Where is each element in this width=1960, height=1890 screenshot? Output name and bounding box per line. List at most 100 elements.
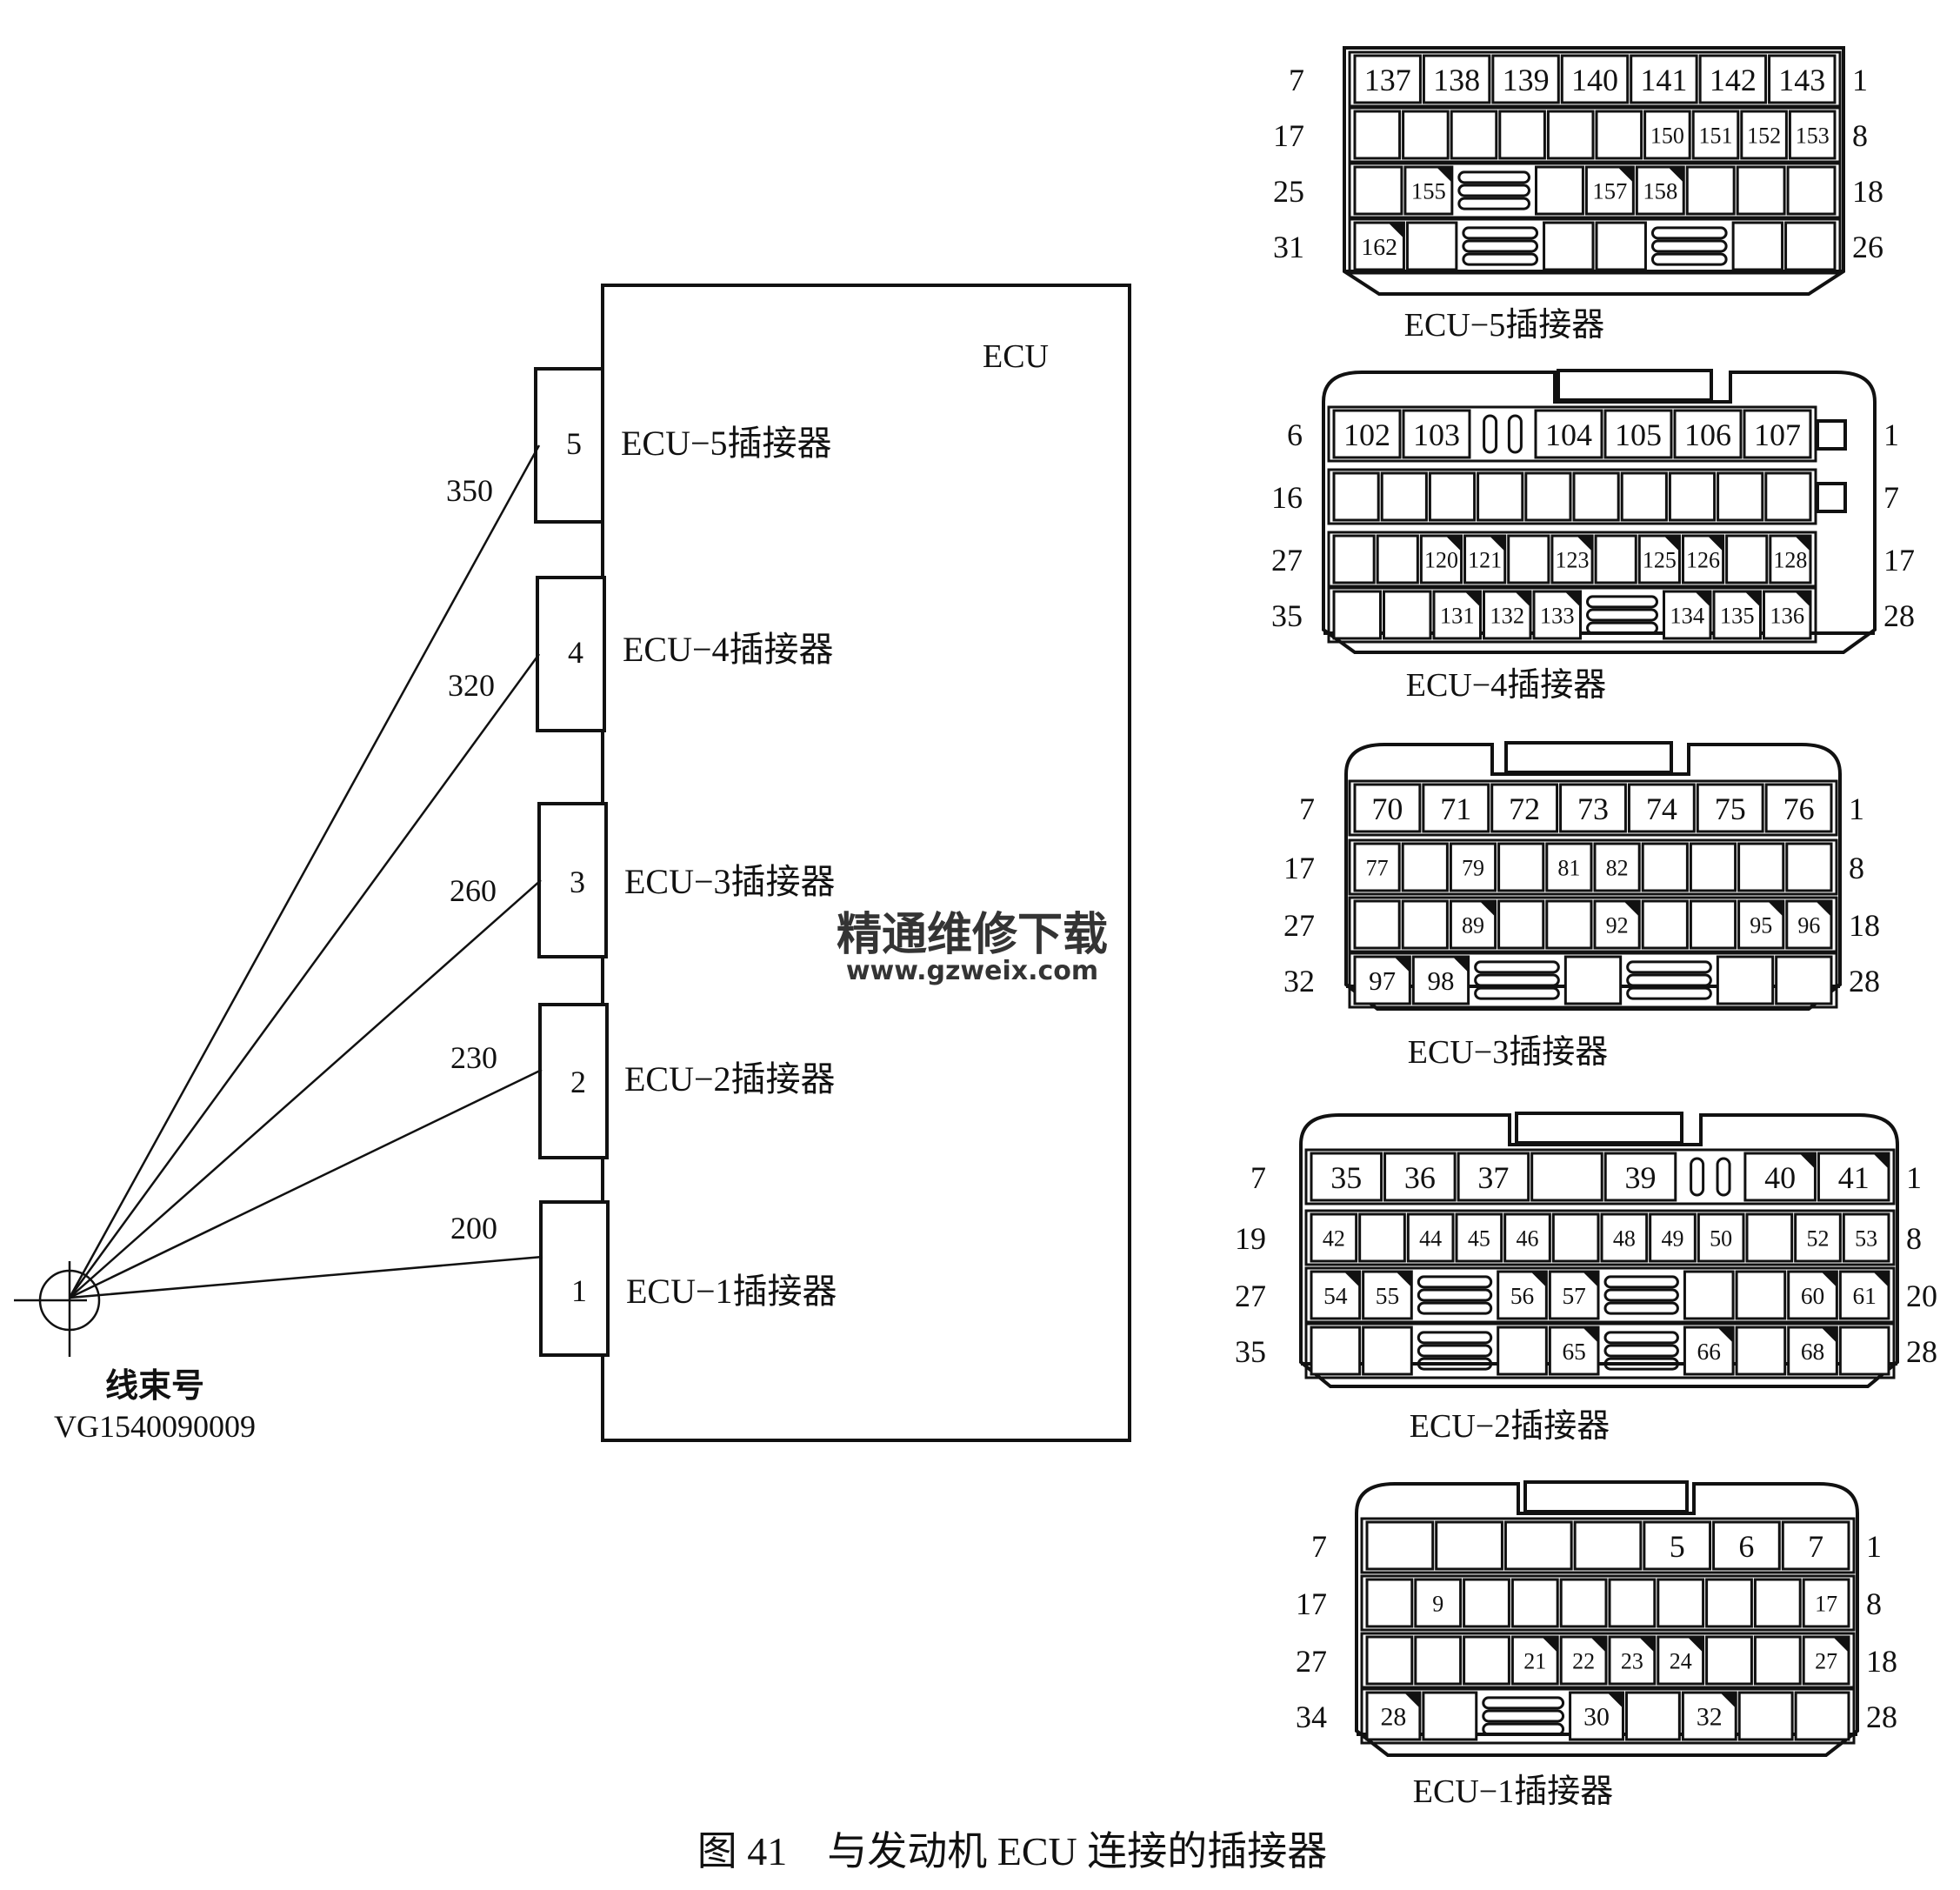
pin-cell bbox=[1332, 534, 1376, 584]
latch-bar bbox=[1603, 1288, 1679, 1302]
pin-cell bbox=[1332, 471, 1380, 522]
row-end-number: 8 bbox=[1849, 851, 1864, 885]
pin-cell: 30 bbox=[1569, 1691, 1624, 1741]
pin-number: 76 bbox=[1783, 791, 1815, 826]
pin-box bbox=[1353, 110, 1402, 160]
pin-box bbox=[1649, 1212, 1697, 1263]
pin-number: 6 bbox=[1738, 1529, 1754, 1564]
latch-bar bbox=[1462, 252, 1539, 266]
pin-number: 141 bbox=[1640, 63, 1687, 97]
pin-cell: 98 bbox=[1411, 955, 1470, 1005]
pin-box bbox=[1414, 1578, 1463, 1628]
pin-number: 97 bbox=[1369, 965, 1396, 996]
pin-box bbox=[1405, 221, 1458, 271]
pin-number: 142 bbox=[1710, 63, 1757, 97]
pin-cell bbox=[1383, 590, 1432, 640]
pin-number: 79 bbox=[1462, 855, 1484, 880]
row-start-number: 31 bbox=[1273, 230, 1304, 264]
pin-cell bbox=[1401, 899, 1449, 950]
pin-number: 44 bbox=[1419, 1225, 1442, 1251]
latch-bar bbox=[1417, 1344, 1493, 1358]
pin-cell: 28 bbox=[1365, 1691, 1422, 1741]
pin-box bbox=[1794, 1212, 1842, 1263]
pin-number: 107 bbox=[1754, 417, 1801, 452]
pin-box bbox=[1353, 165, 1403, 216]
pin-number: 50 bbox=[1710, 1225, 1732, 1251]
port-4: 4 bbox=[536, 576, 606, 732]
pin-number: 55 bbox=[1376, 1283, 1399, 1309]
pin-number: 139 bbox=[1503, 63, 1550, 97]
pin-marker bbox=[1795, 591, 1810, 607]
pin-box bbox=[1668, 471, 1717, 522]
pin-cell bbox=[1362, 1326, 1413, 1376]
pin-number: 162 bbox=[1361, 234, 1397, 261]
pin-marker bbox=[1717, 1327, 1734, 1343]
latch-bar bbox=[1417, 1301, 1493, 1315]
pin-box bbox=[1717, 471, 1764, 522]
pin-box bbox=[1457, 1152, 1530, 1202]
pin-cell bbox=[1535, 165, 1584, 216]
pin-cell: 55 bbox=[1362, 1270, 1413, 1320]
pin-box bbox=[1353, 899, 1401, 950]
row-start-number: 35 bbox=[1235, 1334, 1266, 1369]
row-frame bbox=[1327, 531, 1817, 588]
latch-bar bbox=[1650, 226, 1728, 240]
pin-box bbox=[1743, 409, 1812, 459]
row-start-number: 7 bbox=[1299, 791, 1315, 826]
pin-marker bbox=[1396, 1272, 1412, 1287]
pin-box bbox=[1497, 1270, 1548, 1320]
pin-number: 21 bbox=[1523, 1648, 1546, 1673]
pin-number: 136 bbox=[1770, 603, 1804, 629]
branch-line-5 bbox=[68, 444, 541, 1299]
row-end-number: 1 bbox=[1883, 417, 1899, 452]
pin-number: 151 bbox=[1699, 123, 1733, 148]
pin-cell: 135 bbox=[1712, 590, 1762, 640]
pin-box bbox=[1353, 54, 1422, 104]
pin-cell bbox=[1497, 842, 1545, 892]
latch-bar bbox=[1626, 960, 1712, 974]
pin-cell bbox=[1380, 471, 1428, 522]
pin-cell bbox=[1683, 1270, 1735, 1320]
pin-cell: 141 bbox=[1630, 54, 1698, 104]
pin-cell: 138 bbox=[1422, 54, 1491, 104]
pin-box bbox=[1787, 1270, 1838, 1320]
pin-box bbox=[1435, 1520, 1503, 1571]
pin-number: 105 bbox=[1615, 417, 1662, 452]
pin-box bbox=[1548, 1326, 1600, 1376]
pin-number: 61 bbox=[1852, 1283, 1876, 1309]
row-end-number: 28 bbox=[1906, 1334, 1937, 1369]
pin-number: 32 bbox=[1697, 1703, 1723, 1732]
pin-box bbox=[1593, 842, 1641, 892]
pin-cell bbox=[1624, 1691, 1681, 1741]
pin-cell: 50 bbox=[1697, 1212, 1745, 1263]
pin-marker bbox=[1668, 167, 1684, 183]
row-frame bbox=[1360, 1687, 1856, 1745]
pin-box bbox=[1657, 1578, 1705, 1628]
pin-box bbox=[1673, 409, 1743, 459]
pin-number: 98 bbox=[1427, 965, 1454, 996]
latch-slot bbox=[1586, 595, 1658, 635]
pin-number: 138 bbox=[1433, 63, 1480, 97]
pin-box bbox=[1743, 1152, 1817, 1202]
pin-cell bbox=[1725, 534, 1769, 584]
port-3: 3 bbox=[537, 802, 608, 958]
pin-number: 123 bbox=[1556, 547, 1590, 572]
pin-cell: 89 bbox=[1449, 899, 1497, 950]
pin-cell: 82 bbox=[1593, 842, 1641, 892]
pin-cell: 150 bbox=[1643, 110, 1691, 160]
vertical-slot bbox=[1483, 414, 1523, 454]
pin-cell bbox=[1685, 165, 1736, 216]
row-start-number: 7 bbox=[1250, 1160, 1266, 1195]
pin-box bbox=[1497, 1326, 1548, 1376]
pin-box bbox=[1817, 1152, 1890, 1202]
pin-marker bbox=[1542, 1637, 1558, 1653]
pin-number: 53 bbox=[1855, 1225, 1877, 1251]
pin-cell: 123 bbox=[1550, 534, 1594, 584]
pin-cell bbox=[1503, 1520, 1573, 1571]
